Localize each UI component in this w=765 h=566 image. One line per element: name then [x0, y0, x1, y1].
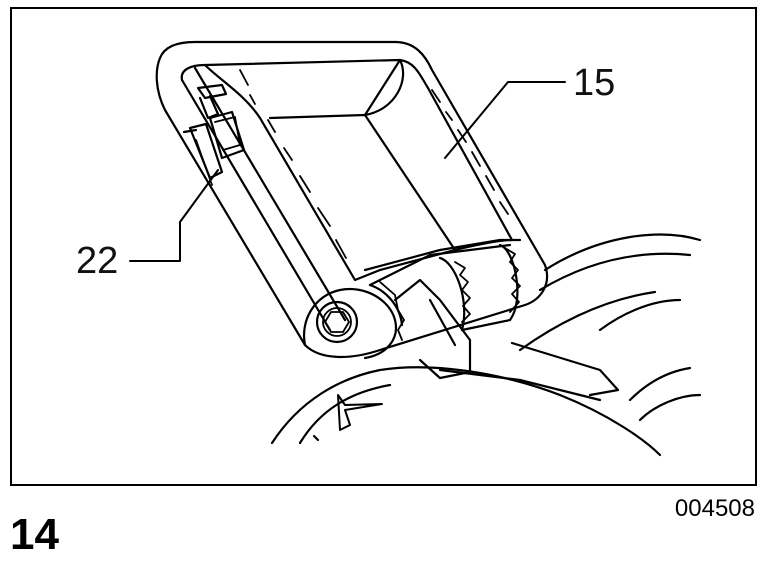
figure-number: 14 [10, 510, 59, 559]
saw-body [270, 233, 702, 457]
leader-line-15 [444, 81, 566, 159]
callout-22: 22 [76, 240, 119, 282]
handle-frame [155, 40, 549, 360]
callout-15: 15 [573, 62, 616, 104]
grip-roller [438, 243, 521, 332]
leader-line-22 [129, 169, 219, 262]
handle-bracket [363, 238, 522, 380]
lock-lever [182, 83, 246, 186]
figure-code: 004508 [674, 495, 755, 522]
pivot-bolt-icon [315, 300, 359, 344]
